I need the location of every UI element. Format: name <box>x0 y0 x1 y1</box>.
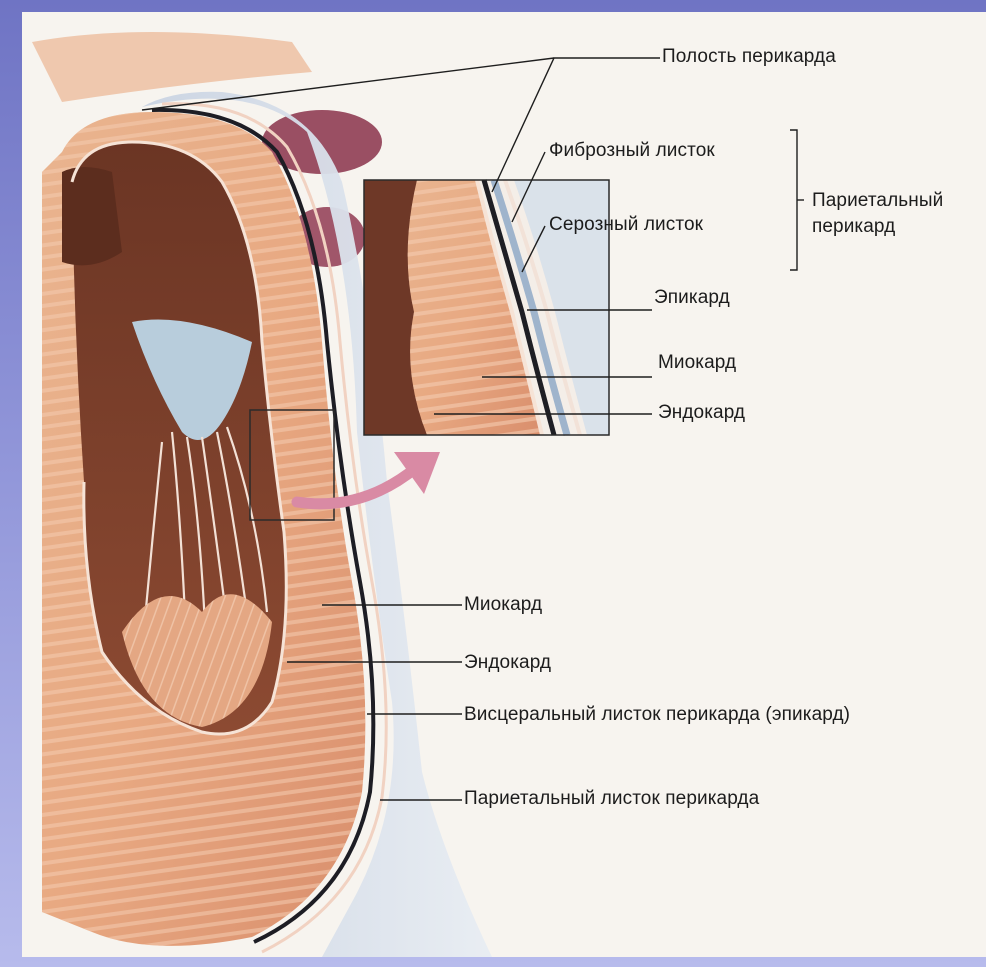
label-inset-endocardium: Эндокард <box>658 402 745 424</box>
heart-wall-illustration <box>22 12 986 957</box>
label-inset-epicardium: Эпикард <box>654 287 730 309</box>
label-inset-myocardium: Миокард <box>658 352 736 374</box>
label-endocardium: Эндокард <box>464 652 551 674</box>
upper-vessel <box>32 32 312 102</box>
label-serous-layer: Серозный листок <box>549 214 703 236</box>
label-visceral-layer: Висцеральный листок перикарда (эпикард) <box>464 704 850 726</box>
label-myocardium: Миокард <box>464 594 542 616</box>
label-pericardial-cavity: Полость перикарда <box>662 46 836 68</box>
label-parietal-pericardium-group: Париетальный перикард <box>812 188 962 240</box>
label-parietal-layer: Париетальный листок перикарда <box>464 788 759 810</box>
diagram-page: Полость перикарда Фиброзный листок Сероз… <box>22 12 986 957</box>
label-fibrous-layer: Фиброзный листок <box>549 140 715 162</box>
